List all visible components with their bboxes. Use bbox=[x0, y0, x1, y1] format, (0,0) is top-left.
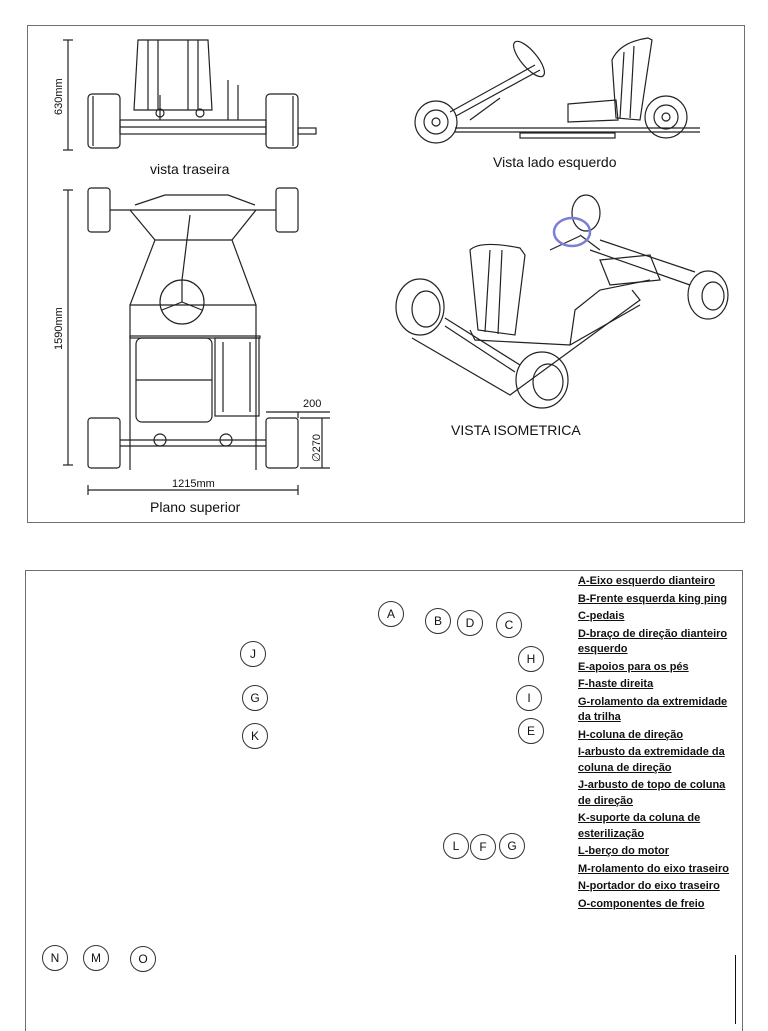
legend-item: N-portador do eixo traseiro bbox=[578, 880, 720, 892]
iso-view-caption: VISTA ISOMETRICA bbox=[451, 422, 581, 438]
legend-item: G-rolamento da extremidade da trilha bbox=[578, 695, 728, 724]
legend-item: J-arbusto de topo de coluna de direção bbox=[578, 779, 726, 807]
top-plan-caption: Plano superior bbox=[150, 499, 241, 515]
rear-height-dimension: 630mm bbox=[53, 78, 65, 115]
callout-f: F bbox=[470, 834, 496, 860]
callout-o: O bbox=[130, 946, 156, 972]
legend-item: M-rolamento do eixo traseiro bbox=[578, 862, 729, 875]
overall-length-dimension: 1590mm bbox=[53, 307, 65, 350]
legend-item: O-componentes de freio bbox=[578, 897, 705, 910]
legend-item: F-haste direita bbox=[578, 678, 654, 690]
callout-a: A bbox=[378, 601, 404, 627]
legend-item: E-apoios para os pés bbox=[578, 660, 689, 673]
callout-n: N bbox=[42, 945, 68, 971]
rear-view-caption: vista traseira bbox=[150, 161, 230, 177]
legend-item: L-berço do motor bbox=[578, 845, 670, 857]
callout-g-top: G bbox=[242, 685, 268, 711]
legend-item: B-Frente esquerda king ping bbox=[578, 592, 728, 605]
wheel-diameter-dimension: ∅270 bbox=[311, 434, 323, 462]
offset-dimension: 200 bbox=[303, 398, 322, 410]
legend-item: I-arbusto da extremidade da coluna de di… bbox=[578, 746, 725, 774]
legend-item: C-pedais bbox=[578, 610, 625, 622]
callout-e: E bbox=[518, 718, 544, 744]
callout-m: M bbox=[83, 945, 109, 971]
legend-item: H-coluna de direção bbox=[578, 728, 684, 741]
legend-item: K-suporte da coluna de esterilização bbox=[578, 812, 701, 840]
callout-l: L bbox=[443, 833, 469, 859]
callout-g-bottom: G bbox=[499, 833, 525, 859]
left-view-caption: Vista lado esquerdo bbox=[493, 154, 617, 170]
callout-k: K bbox=[242, 723, 268, 749]
legend-divider bbox=[735, 955, 736, 1024]
callout-h: H bbox=[518, 646, 544, 672]
legend-item: D-braço de direção dianteiro esquerdo bbox=[578, 627, 728, 656]
technical-drawing-panel bbox=[27, 25, 745, 523]
overall-width-dimension: 1215mm bbox=[172, 478, 215, 490]
legend-item: A-Eixo esquerdo dianteiro bbox=[578, 575, 715, 587]
parts-legend: A-Eixo esquerdo dianteiro B-Frente esque… bbox=[578, 574, 738, 914]
callout-d: D bbox=[457, 610, 483, 636]
callout-c: C bbox=[496, 612, 522, 638]
callout-i: I bbox=[516, 685, 542, 711]
callout-j: J bbox=[240, 641, 266, 667]
callout-b: B bbox=[425, 608, 451, 634]
